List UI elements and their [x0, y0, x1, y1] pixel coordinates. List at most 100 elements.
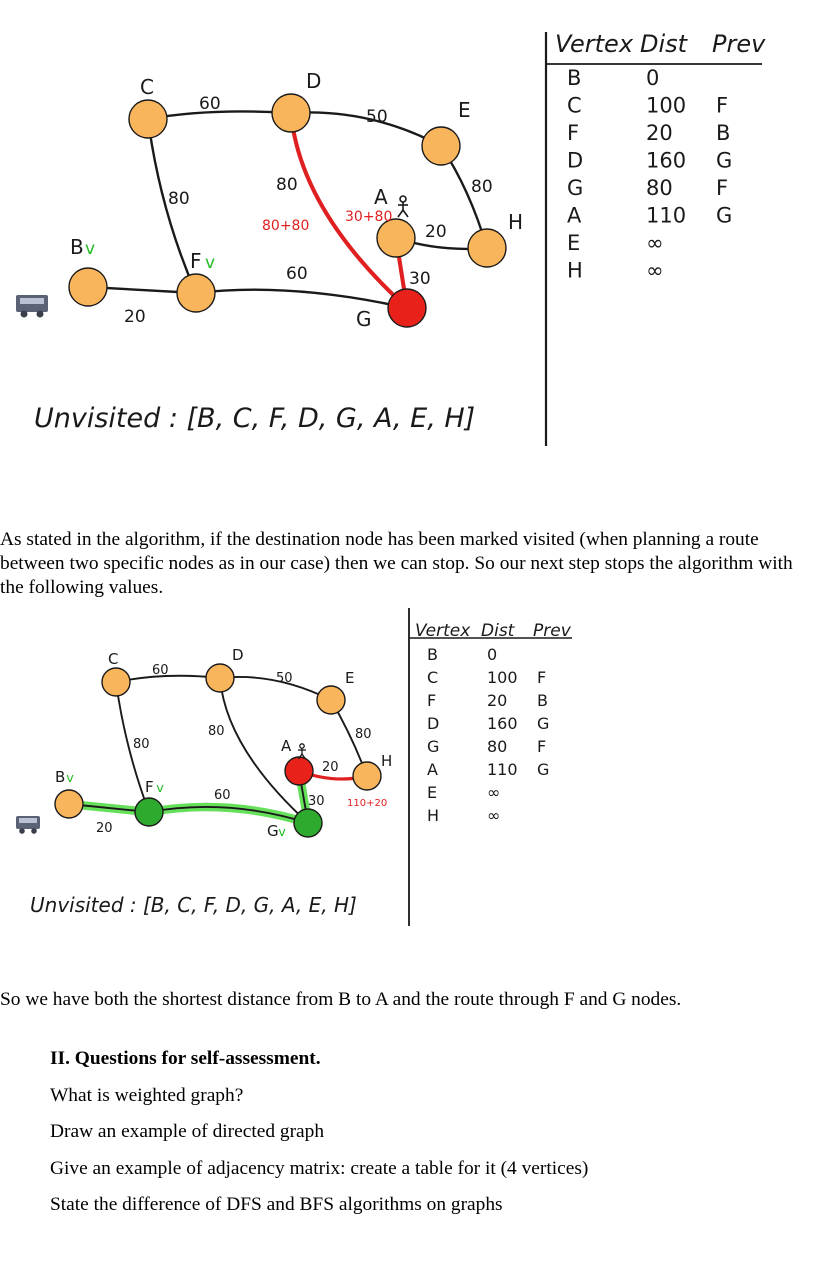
table-header: Vertex	[415, 621, 471, 641]
table-cell: C	[567, 94, 582, 118]
node-label: C	[140, 75, 154, 99]
node-label: E	[458, 98, 471, 122]
question-item: State the difference of DFS and BFS algo…	[50, 1194, 503, 1215]
table-cell: B	[537, 691, 548, 710]
graph-node-f	[176, 273, 216, 313]
graph-node-d	[271, 93, 311, 133]
edge-weight: 20	[425, 222, 447, 242]
edge-weight: 60	[199, 94, 221, 114]
graph-node-h	[467, 228, 507, 268]
ah-sum-annotation: 110+20	[347, 798, 387, 809]
edge-weight: 30	[308, 794, 325, 809]
edge-weight: 80	[133, 737, 150, 752]
conclusion-paragraph: So we have both the shortest distance fr…	[0, 989, 682, 1010]
edge-weight: 60	[286, 264, 308, 284]
graph-node-a	[376, 218, 416, 258]
table-cell: B	[427, 645, 438, 664]
table-cell: ∞	[646, 231, 664, 255]
table-cell: 110	[646, 204, 686, 228]
table-header: Dist	[640, 30, 689, 58]
table-cell: ∞	[487, 806, 500, 825]
car-icon	[16, 295, 48, 318]
edge-weight: 50	[366, 107, 388, 127]
table-cell: ∞	[646, 259, 664, 283]
node-label: A	[374, 185, 388, 209]
self-assessment-section: II. Questions for self-assessment. What …	[50, 1048, 810, 1231]
graph-node-g	[387, 288, 427, 328]
table-cell: D	[427, 714, 439, 733]
person-icon	[297, 743, 307, 760]
edge-weight: 20	[124, 307, 146, 327]
table-cell: F	[716, 176, 728, 200]
graph-node-e	[316, 685, 346, 715]
graph-node-b	[54, 789, 84, 819]
node-label: G	[267, 822, 279, 840]
graph-node-c	[101, 667, 131, 697]
table-header: Vertex	[555, 30, 634, 58]
edge-weight: 20	[322, 760, 339, 775]
table-cell: ∞	[487, 783, 500, 802]
graph-node-g	[293, 808, 323, 838]
node-label: B	[70, 235, 84, 259]
ag-sum-annotation: 30+80	[345, 209, 392, 225]
edge-weight: 20	[96, 821, 113, 836]
table-cell: G	[537, 714, 549, 733]
node-label: D	[232, 646, 244, 664]
graph-edge-f-g	[148, 806, 309, 824]
table-cell: G	[537, 760, 549, 779]
question-item: Draw an example of directed graph	[50, 1121, 325, 1142]
table-header: Prev	[712, 30, 766, 58]
table-cell: G	[567, 176, 583, 200]
table-cell: 100	[646, 94, 686, 118]
graph-edge-c-f	[115, 681, 150, 813]
table-cell: 110	[487, 760, 518, 779]
graph-node-e	[421, 126, 461, 166]
table-cell: D	[567, 149, 583, 173]
table-cell: B	[716, 121, 730, 145]
unvisited-list: Unvisited : [B, C, F, D, G, A, E, H]	[34, 403, 475, 434]
graph-edge-d-g	[288, 110, 410, 311]
node-label: G	[356, 307, 372, 331]
question-item: What is weighted graph?	[50, 1084, 244, 1106]
node-label: F	[145, 778, 154, 796]
edge-weight: 80	[355, 727, 372, 742]
table-cell: F	[567, 121, 579, 145]
table-cell: 160	[646, 149, 686, 173]
node-label: H	[381, 752, 392, 770]
edge-weight: 30	[409, 269, 431, 289]
question-item: Give an example of adjacency matrix: cre…	[50, 1157, 589, 1179]
node-label: H	[508, 210, 523, 234]
unvisited-list: Unvisited : [B, C, F, D, G, A, E, H]	[30, 893, 357, 917]
explanation-paragraph: As stated in the algorithm, if the desti…	[0, 529, 793, 598]
table-cell: G	[716, 204, 732, 228]
graph-node-f	[134, 797, 164, 827]
node-label: D	[306, 69, 321, 93]
node-label: F	[190, 249, 202, 273]
visited-check-mark: v	[205, 253, 215, 273]
table-cell: H	[567, 259, 583, 283]
node-label: C	[108, 650, 118, 668]
table-cell: 0	[487, 645, 497, 664]
table-cell: 80	[487, 737, 507, 756]
edge-weight: 80	[168, 189, 190, 209]
table-header: Dist	[481, 621, 516, 641]
dg-sum-annotation: 80+80	[262, 218, 309, 234]
node-label: B	[55, 768, 65, 786]
visited-check-mark: v	[156, 781, 164, 796]
edge-weight: 80	[208, 724, 225, 739]
table-cell: 20	[487, 691, 507, 710]
edge-weight: 60	[214, 788, 231, 803]
table-cell: G	[427, 737, 439, 756]
table-cell: G	[716, 149, 732, 173]
table-cell: E	[567, 231, 580, 255]
table-cell: A	[427, 760, 438, 779]
table-cell: F	[537, 668, 546, 687]
table-cell: E	[427, 783, 437, 802]
table-cell: 80	[646, 176, 673, 200]
graph-node-d	[205, 663, 235, 693]
table-cell: F	[537, 737, 546, 756]
graph-node-h	[352, 761, 382, 791]
table-header: Prev	[533, 621, 572, 641]
